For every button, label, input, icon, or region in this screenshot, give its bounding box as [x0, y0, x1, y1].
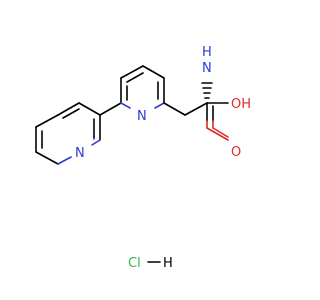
atom-carbonyl-o: O: [231, 145, 241, 160]
right-pyridine-ring: [120, 65, 165, 109]
carbonyl-o-bond: [206, 127, 229, 141]
atom-hydroxyl: OH: [231, 97, 251, 112]
atom-amino-n: N: [202, 61, 212, 76]
atom-amino-h: H: [202, 45, 212, 60]
amino-acid-side-chain: [163, 82, 229, 129]
structure-diagram: N N N H OH O Cl H: [35, 45, 251, 271]
atom-hcl-h: H: [163, 256, 173, 271]
atom-chlorine: Cl: [128, 256, 141, 271]
structure-canvas: N N N H OH O Cl H: [35, 45, 251, 271]
bipyridine-link-bond: [99, 102, 122, 116]
atom-n-right: N: [137, 109, 147, 124]
carbonyl-o-bond-2: [212, 127, 229, 138]
left-pyridine-ring: [35, 102, 101, 165]
atom-n-left: N: [75, 146, 85, 161]
